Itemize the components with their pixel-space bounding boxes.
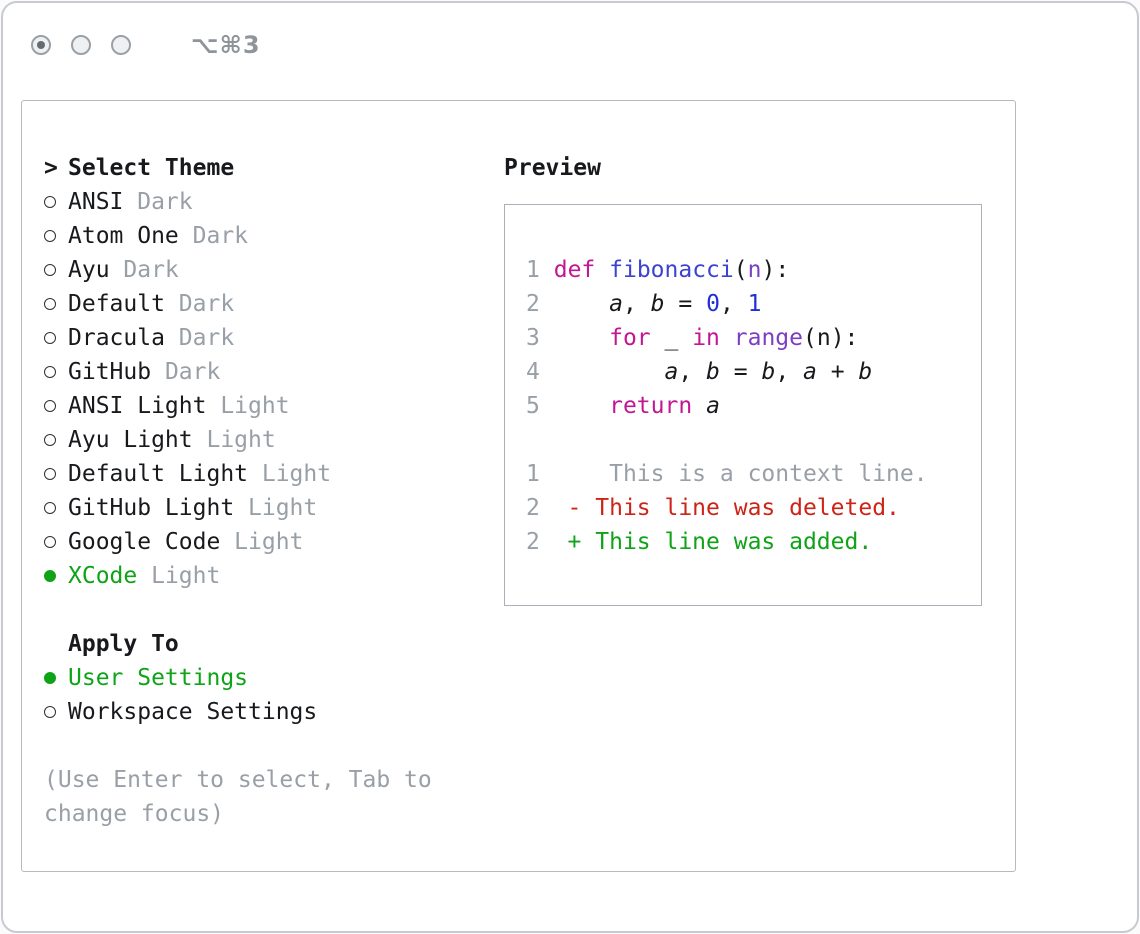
code-line (526, 423, 981, 457)
line-number: 4 (526, 359, 540, 385)
item-label: Atom One (68, 223, 179, 249)
preview-code: 1 def fibonacci(n): 2 a, b = 0, 1 3 for _ … (526, 253, 981, 559)
line-number: 5 (526, 393, 540, 419)
item-variant: Light (151, 563, 221, 589)
item-variant: Dark (164, 359, 221, 385)
preview-box: 1 def fibonacci(n): 2 a, b = 0, 1 3 for _ … (504, 204, 982, 606)
line-number: 2 (526, 529, 540, 555)
titlebar-shortcut: ⌥⌘3 (191, 31, 261, 59)
radio-icon (44, 264, 68, 276)
item-label: ANSI Light (68, 393, 207, 419)
theme-item-ayu-light[interactable]: Ayu Light Light (22, 423, 482, 457)
item-variant: Light (206, 427, 276, 453)
item-variant: Dark (123, 257, 179, 283)
item-variant: Dark (178, 291, 235, 317)
radio-icon (44, 366, 68, 378)
titlebar: ⌥⌘3 (31, 31, 261, 59)
line-number: 3 (526, 325, 540, 351)
radio-icon (44, 502, 68, 514)
radio-icon (44, 536, 68, 548)
item-variant: Light (248, 495, 318, 521)
item-label: Default Light (68, 461, 249, 487)
radio-icon (44, 298, 68, 310)
radio-icon (44, 468, 68, 480)
window-button-minimize[interactable] (71, 35, 91, 55)
theme-item-ayu[interactable]: Ayu Dark (22, 253, 482, 287)
theme-item-dracula[interactable]: Dracula Dark (22, 321, 482, 355)
radio-selected-icon (44, 672, 68, 684)
item-label: Google Code (68, 529, 221, 555)
cursor-icon: > (44, 155, 58, 181)
line-number: 2 (526, 291, 540, 317)
item-label: Default (68, 291, 165, 317)
radio-icon (44, 434, 68, 446)
preview-title: Preview (504, 155, 601, 181)
radio-icon (44, 400, 68, 412)
code-line: 3 for _ in range(n): (526, 325, 859, 351)
select-theme-header: > Select Theme (22, 151, 482, 185)
code-line: 1 This is a context line. (526, 461, 928, 487)
item-variant: Light (234, 529, 304, 555)
code-line: 2 a, b = 0, 1 (526, 291, 762, 317)
radio-icon (44, 230, 68, 242)
window-button-zoom[interactable] (111, 35, 131, 55)
apply-item-user-settings[interactable]: User Settings (22, 661, 482, 695)
theme-item-xcode[interactable]: XCode Light (22, 559, 482, 593)
code-line: 1 def fibonacci(n): (526, 257, 790, 283)
item-label: Workspace Settings (68, 699, 318, 725)
item-variant: Dark (137, 189, 193, 215)
code-line: 2 - This line was deleted. (526, 495, 900, 521)
preview-pane: Preview 1 def fibonacci(n): 2 a, b = 0, 1… (504, 151, 982, 606)
code-line: 4 a, b = b, a + b (526, 359, 873, 385)
item-label: Ayu (68, 257, 110, 283)
active-dot-icon (37, 41, 45, 49)
line-number: 1 (526, 257, 540, 283)
theme-item-github[interactable]: GitHub Dark (22, 355, 482, 389)
theme-item-ansi-light[interactable]: ANSI Light Light (22, 389, 482, 423)
spacer (22, 593, 482, 627)
item-variant: Dark (178, 325, 235, 351)
theme-item-ansi[interactable]: ANSI Dark (22, 185, 482, 219)
apply-item-workspace-settings[interactable]: Workspace Settings (22, 695, 482, 729)
theme-item-default[interactable]: Default Dark (22, 287, 482, 321)
theme-item-google-code[interactable]: Google Code Light (22, 525, 482, 559)
theme-item-github-light[interactable]: GitHub Light Light (22, 491, 482, 525)
item-label: GitHub Light (68, 495, 235, 521)
item-label: User Settings (68, 665, 249, 691)
item-label: ANSI (68, 189, 124, 215)
item-label: Dracula (68, 325, 165, 351)
theme-item-atom-one[interactable]: Atom One Dark (22, 219, 482, 253)
item-label: GitHub (68, 359, 152, 385)
theme-item-default-light[interactable]: Default Light Light (22, 457, 482, 491)
code-line: 2 + This line was added. (526, 529, 873, 555)
item-variant: Light (220, 393, 290, 419)
radio-selected-icon (44, 570, 68, 582)
item-label: Ayu Light (68, 427, 193, 453)
line-number: 1 (526, 461, 540, 487)
radio-icon (44, 196, 68, 208)
apply-to-header: Apply To (22, 627, 482, 661)
hint-text: (Use Enter to select, Tab to change focu… (44, 767, 432, 827)
select-theme-title: Select Theme (68, 155, 235, 181)
radio-icon (44, 706, 68, 718)
apply-to-title: Apply To (68, 631, 179, 657)
window-button-close[interactable] (31, 35, 51, 55)
line-number: 2 (526, 495, 540, 521)
item-variant: Light (261, 461, 332, 487)
item-label: XCode (68, 563, 138, 589)
item-variant: Dark (192, 223, 249, 249)
radio-icon (44, 332, 68, 344)
code-line: 5 return a (526, 393, 720, 419)
